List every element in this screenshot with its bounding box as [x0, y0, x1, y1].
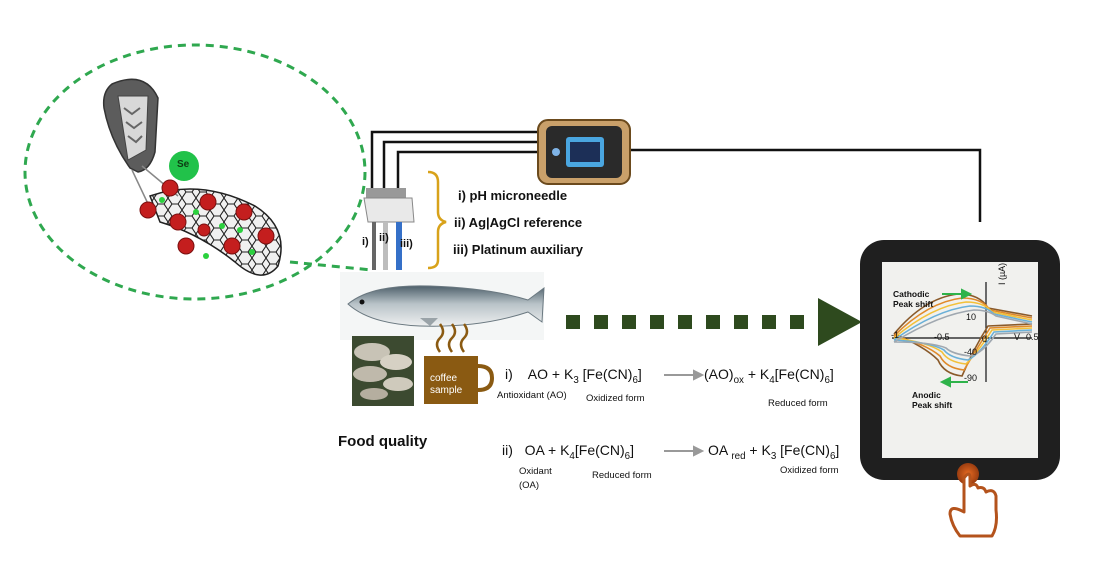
xtick-neg1: -1 [891, 330, 900, 340]
xtick-neg05: -0.5 [934, 332, 950, 342]
reaction-2-rhs-b-sub: 3 [770, 450, 777, 462]
reaction-2-lhs-b-sub: 6 [624, 450, 631, 462]
note-oxidized-1: Oxidized form [586, 393, 645, 404]
plot-ylabel: I (µA) [997, 262, 1007, 285]
mushrooms-photo [352, 336, 414, 406]
selenium-sphere-icon [169, 151, 199, 181]
reaction-1-lhs-a-sub: 3 [573, 374, 579, 386]
xtick-0: 0 [982, 334, 988, 344]
reaction-2-rhs-a: OA [708, 442, 728, 458]
potentiostat-device [537, 119, 631, 185]
reaction-2: ii) OA + K4[Fe(CN)6] [502, 442, 634, 462]
reaction-1-rhs: (AO)ox + K4[Fe(CN)6] [704, 366, 834, 386]
reaction-1-rhs-a: (AO) [704, 366, 734, 382]
reaction-1-rhs-c: [Fe(CN) [774, 366, 825, 382]
reaction-2-rhs-a-sub: red [731, 450, 746, 462]
ytick-neg90: -90 [964, 373, 978, 383]
reaction-2-lhs-b-end: ] [630, 442, 634, 458]
reaction-2-lhs-a-sub: 4 [569, 450, 575, 462]
reaction-1-rhs-c-end: ] [829, 366, 834, 382]
reaction-2-rhs-c-sub: 6 [829, 450, 836, 462]
reaction-2-rhs-c: [Fe(CN) [780, 442, 830, 458]
note-oa: (OA) [519, 480, 540, 491]
voltammogram-plot [892, 282, 1033, 388]
electrode-label-i: i) pH microneedle [458, 188, 568, 203]
plot-xunit: V [1014, 332, 1021, 342]
reaction-2-num: ii) [502, 442, 513, 458]
ytick-neg40: -40 [964, 347, 978, 357]
hand-pointer-icon [948, 463, 998, 538]
selenium-dots [159, 197, 255, 259]
reaction-1-num: i) [505, 366, 513, 382]
magnifier-bubble [23, 43, 367, 301]
probe-marker-ii: ii) [379, 232, 389, 244]
reaction-arrows [664, 369, 705, 457]
note-oxidized-2: Oxidized form [780, 465, 839, 476]
reaction-1-lhs-b: [Fe(CN) [582, 366, 633, 382]
probe-marker-iii: iii) [400, 238, 413, 250]
electrode-wires [370, 130, 982, 222]
reaction-1-lhs-b-sub: 6 [632, 374, 638, 386]
probe-marker-i: i) [362, 236, 369, 248]
nanoparticle-clusters [139, 179, 275, 255]
reaction-1-lhs-a: AO + K [527, 366, 574, 382]
anodic-label: Anodic Peak shift [912, 390, 953, 410]
reaction-2-lhs-a: OA + K [524, 442, 570, 458]
note-oxidant: Oxidant [519, 466, 552, 477]
note-reduced-1: Reduced form [768, 398, 828, 409]
note-antioxidant: Antioxidant (AO) [497, 390, 567, 401]
cathodic-label: Cathodic Peak shift [893, 289, 934, 309]
peak-shift-arrows [939, 288, 973, 388]
se-label: Se [177, 159, 190, 170]
probe-assembly [363, 188, 415, 270]
reaction-1-rhs-b: + K [747, 366, 770, 382]
reaction-1-rhs-c-sub: 6 [824, 374, 830, 386]
food-quality-title: Food quality [338, 433, 428, 450]
magnifier-pointer [289, 260, 373, 272]
reaction-2-rhs-c-end: ] [835, 442, 840, 458]
reaction-1-rhs-b-sub: 4 [769, 374, 775, 386]
reaction-2-lhs-b: [Fe(CN) [574, 442, 625, 458]
microneedle-sem-icon [102, 78, 179, 209]
electrode-label-iii: iii) Platinum auxiliary [453, 242, 584, 257]
electrode-label-ii: ii) Ag|AgCl reference [454, 215, 583, 230]
reaction-1: i) AO + K3 [Fe(CN)6] [505, 366, 642, 386]
coffee-cup-icon [424, 323, 495, 404]
reaction-2-rhs: OA red + K3 [Fe(CN)6] [708, 442, 839, 462]
coffee-sample-label: coffee sample [430, 373, 463, 396]
reaction-2-rhs-b: + K [749, 442, 771, 458]
xtick-05: 0.5 [1026, 332, 1039, 342]
reaction-1-lhs-b-end: ] [637, 366, 642, 382]
flow-arrow [566, 298, 862, 346]
electrode-bracket [427, 170, 447, 270]
note-reduced-2: Reduced form [592, 470, 652, 481]
ytick-10: 10 [966, 312, 977, 322]
reaction-1-rhs-a-sub: ox [733, 374, 744, 386]
